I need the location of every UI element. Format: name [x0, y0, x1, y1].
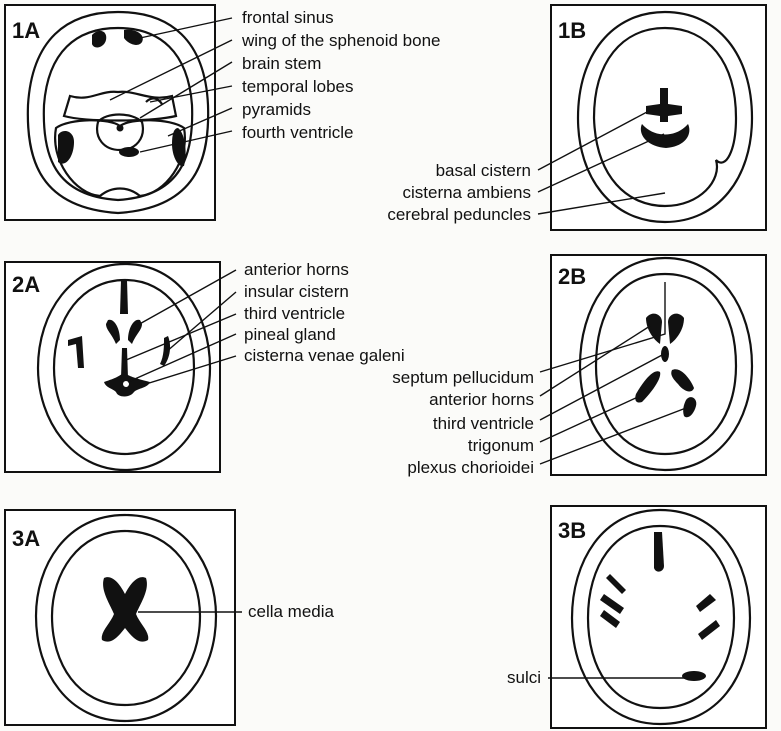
panel-2b-id: 2B: [558, 264, 586, 289]
label-wing-of-sphenoid: wing of the sphenoid bone: [241, 31, 441, 50]
sulcus-posterior: [682, 671, 706, 681]
label-sulci: sulci: [507, 668, 541, 687]
panel-3a-id: 3A: [12, 526, 40, 551]
label-plexus-chorioidei: plexus chorioidei: [407, 458, 534, 477]
label-brain-stem: brain stem: [242, 54, 321, 73]
label-trigonum: trigonum: [468, 436, 534, 455]
label-2b-third-ventricle: third ventricle: [433, 414, 534, 433]
panel-3b: 3B: [551, 506, 766, 728]
panel-2a: 2A: [5, 262, 220, 472]
label-pyramids: pyramids: [242, 100, 311, 119]
label-cerebral-peduncles: cerebral peduncles: [387, 205, 531, 224]
label-fourth-ventricle: fourth ventricle: [242, 123, 354, 142]
label-pineal-gland: pineal gland: [244, 325, 336, 344]
label-cisterna-ambiens: cisterna ambiens: [402, 183, 531, 202]
label-septum-pellucidum: septum pellucidum: [392, 368, 534, 387]
panel-1b-id: 1B: [558, 18, 586, 43]
panel-1b: 1B: [551, 5, 766, 230]
panel-2a-id: 2A: [12, 272, 40, 297]
label-basal-cistern: basal cistern: [436, 161, 531, 180]
label-2a-third-ventricle: third ventricle: [244, 304, 345, 323]
pyramid-dot: [117, 125, 124, 132]
label-2b-anterior-horns: anterior horns: [429, 390, 534, 409]
label-cella-media: cella media: [248, 602, 335, 621]
panel-3a: 3A: [5, 510, 235, 725]
panel-1a: 1A: [5, 5, 215, 220]
label-insular-cistern: insular cistern: [244, 282, 349, 301]
label-temporal-lobes: temporal lobes: [242, 77, 354, 96]
panel-3b-id: 3B: [558, 518, 586, 543]
label-cisterna-venae-galeni: cisterna venae galeni: [244, 346, 405, 365]
label-frontal-sinus: frontal sinus: [242, 8, 334, 27]
third-ventricle-2b-mark: [661, 346, 669, 362]
label-2a-anterior-horns: anterior horns: [244, 260, 349, 279]
fourth-ventricle-mark: [119, 147, 139, 157]
panel-2b: 2B: [551, 255, 766, 475]
falx-mark: [120, 280, 128, 314]
panel-1a-id: 1A: [12, 18, 40, 43]
